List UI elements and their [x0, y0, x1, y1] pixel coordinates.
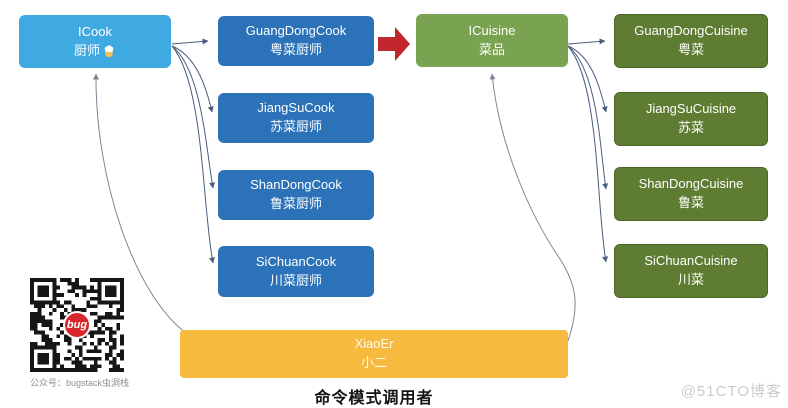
- edge-xiaoer-icuisine: [489, 73, 576, 342]
- node-subtitle: 川菜: [677, 272, 704, 287]
- node-subtitle: 苏菜厨师: [269, 119, 322, 134]
- node-subtitle: 苏菜: [677, 120, 704, 135]
- qr-caption: 公众号：bugstack虫洞栈: [30, 378, 130, 388]
- edge-icook-guangdongcook: [171, 38, 209, 45]
- node-title: GuangDongCook: [245, 23, 347, 39]
- node-guangdongcook: GuangDongCook 粤菜厨师: [218, 16, 374, 66]
- node-title: ICook: [78, 23, 112, 39]
- node-title: SiChuanCook: [255, 253, 337, 269]
- node-subtitle: 粤菜厨师: [269, 42, 322, 57]
- node-title: GuangDongCuisine: [634, 23, 748, 39]
- edge-icuisine-shandongcuisine: [567, 45, 609, 190]
- node-icook: ICook 厨师: [19, 15, 171, 68]
- node-title: ICuisine: [468, 22, 516, 38]
- transition-arrow-icon: [378, 27, 410, 61]
- node-title: XiaoEr: [354, 336, 394, 352]
- bug-logo-icon: bug: [63, 311, 91, 339]
- node-subtitle: 小二: [360, 355, 387, 370]
- node-title: ShanDongCuisine: [638, 176, 744, 192]
- edge-icook-sichuancook: [171, 45, 215, 264]
- node-xiaoer: XiaoEr 小二: [180, 330, 568, 378]
- node-guangdongcuisine: GuangDongCuisine 粤菜: [614, 14, 768, 68]
- node-title: JiangSuCuisine: [645, 101, 737, 117]
- node-subtitle: 鲁菜: [677, 195, 704, 210]
- node-subtitle: 粤菜: [677, 42, 704, 57]
- node-shandongcook: ShanDongCook 鲁菜厨师: [218, 170, 374, 220]
- qr-code: bug: [30, 278, 124, 372]
- node-title: ShanDongCook: [250, 177, 342, 193]
- edge-icook-shandongcook: [171, 45, 215, 189]
- edge-xiaoer-icook: [92, 73, 187, 334]
- node-icuisine: ICuisine 菜品: [416, 14, 568, 67]
- edge-icuisine-guangdongcuisine: [567, 38, 606, 45]
- node-title: JiangSuCook: [257, 100, 335, 116]
- watermark: @51CTO博客: [680, 383, 782, 400]
- edge-icook-jiangsucook: [171, 45, 214, 113]
- node-subtitle: 鲁菜厨师: [269, 196, 322, 211]
- qr-block: bug 公众号：bugstack虫洞栈: [30, 278, 130, 389]
- node-subtitle: 川菜厨师: [269, 272, 322, 288]
- pattern-caption: 命令模式调用者: [314, 390, 434, 407]
- node-shandongcuisine: ShanDongCuisine 鲁菜: [614, 167, 768, 221]
- node-subtitle: 厨师: [73, 42, 100, 58]
- node-sichuancuisine: SiChuanCuisine 川菜: [614, 244, 768, 298]
- node-subtitle: 菜品: [478, 41, 505, 57]
- node-jiangsucuisine: JiangSuCuisine 苏菜: [614, 92, 768, 146]
- node-jiangsucook: JiangSuCook 苏菜厨师: [218, 93, 374, 143]
- node-sichuancook: SiChuanCook 川菜厨师: [218, 246, 374, 297]
- chef-emoji-icon: [102, 44, 116, 58]
- node-title: SiChuanCuisine: [644, 253, 738, 269]
- edge-icuisine-sichuancuisine: [567, 45, 609, 263]
- edge-icuisine-jiangsucuisine: [567, 45, 608, 113]
